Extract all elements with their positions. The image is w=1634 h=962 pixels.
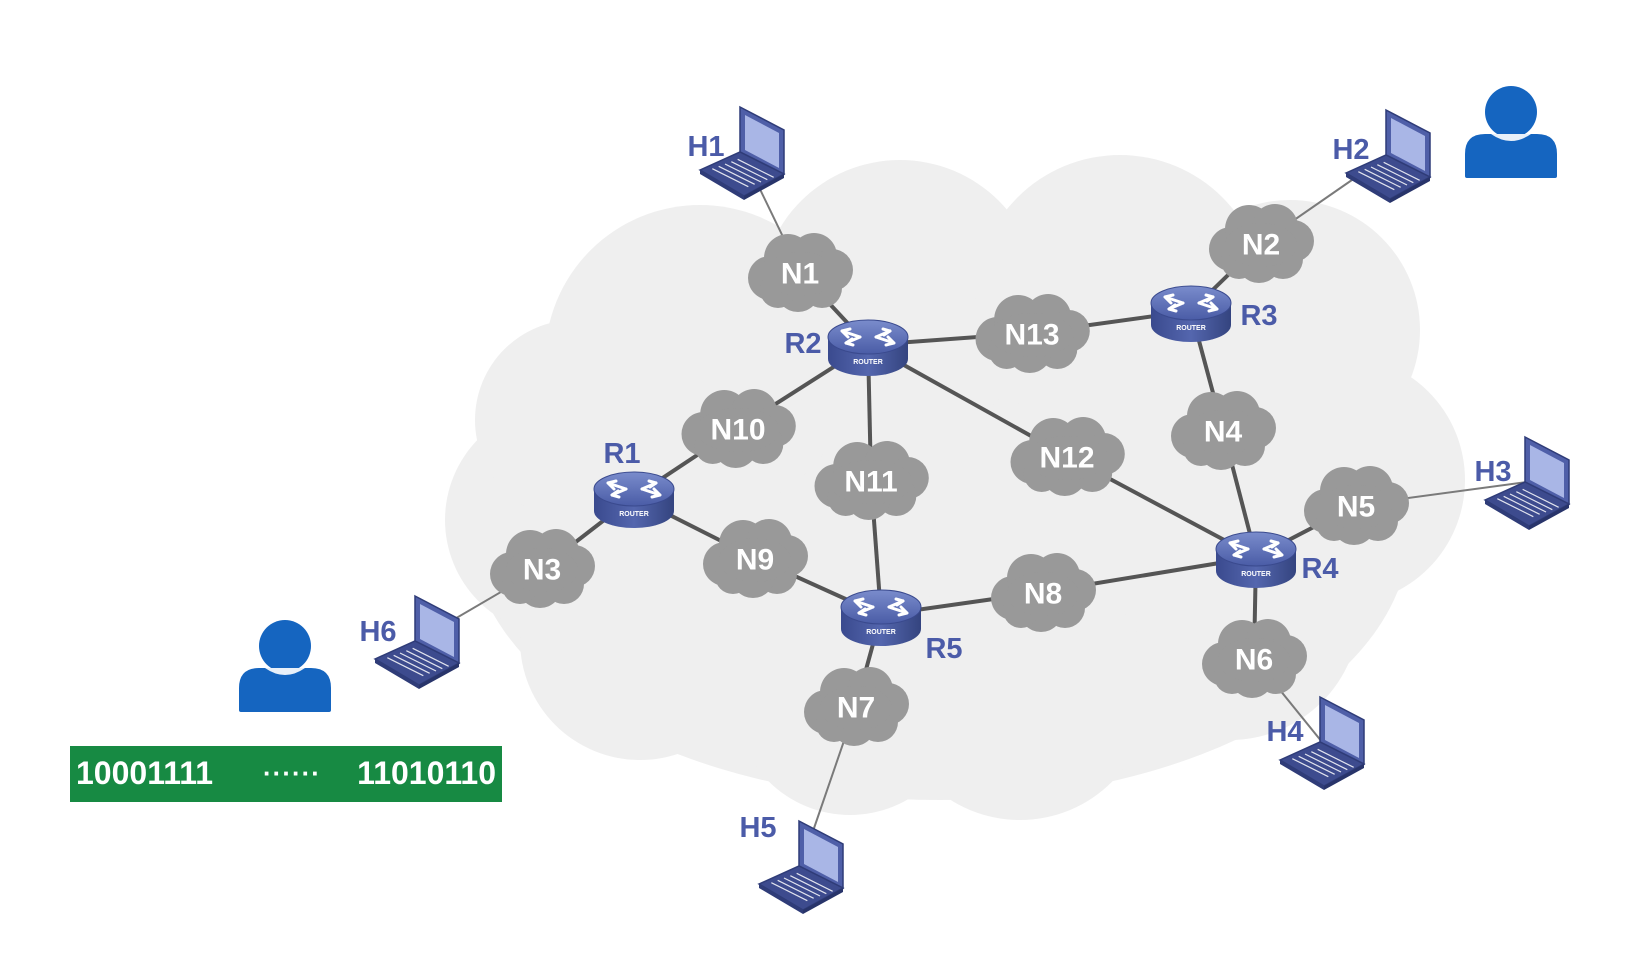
bits-start: 10001111 <box>76 754 214 791</box>
router-r4: ROUTER <box>1215 531 1297 588</box>
network-label: N13 <box>1004 319 1059 352</box>
router-label: R2 <box>784 328 821 360</box>
network-cloud-n8: N8 <box>991 553 1096 632</box>
network-label: N6 <box>1235 644 1273 677</box>
router-arrows-icon <box>853 597 909 617</box>
bits-end: 11010110 <box>357 754 496 791</box>
network-label: N8 <box>1024 578 1062 611</box>
network-cloud-n3: N3 <box>490 529 595 608</box>
laptop-icon-h6 <box>373 594 461 689</box>
host-label: H5 <box>739 812 776 844</box>
router-badge-text: ROUTER <box>1241 571 1271 578</box>
router-arrows-icon <box>1163 293 1219 313</box>
network-cloud-n4: N4 <box>1171 391 1276 470</box>
router-r5: ROUTER <box>840 589 922 646</box>
network-cloud-n9: N9 <box>703 519 808 598</box>
user-icon <box>1465 86 1557 178</box>
network-cloud-n1: N1 <box>748 233 853 312</box>
network-cloud-n5: N5 <box>1304 466 1409 545</box>
router-label: R1 <box>603 438 640 470</box>
network-label: N3 <box>523 554 561 587</box>
laptop-icon-h1 <box>698 105 786 200</box>
user-icon <box>239 620 331 712</box>
network-label: N5 <box>1337 491 1375 524</box>
network-cloud-n12: N12 <box>1010 417 1125 496</box>
bits-ellipsis: ······ <box>263 757 321 788</box>
router-badge-text: ROUTER <box>619 511 649 518</box>
network-label: N2 <box>1242 229 1280 262</box>
host-label: H1 <box>687 131 724 163</box>
network-label: N12 <box>1039 442 1094 475</box>
network-label: N1 <box>781 258 819 291</box>
router-r1: ROUTER <box>593 471 675 528</box>
network-cloud-n13: N13 <box>975 294 1090 373</box>
network-label: N4 <box>1204 416 1243 449</box>
laptop-icon-h2 <box>1344 108 1432 203</box>
network-cloud-n6: N6 <box>1202 619 1307 698</box>
host-label: H4 <box>1266 716 1303 748</box>
network-cloud-n10: N10 <box>681 389 796 468</box>
host-label: H3 <box>1474 456 1511 488</box>
router-r3: ROUTER <box>1150 285 1232 342</box>
network-label: N7 <box>837 692 875 725</box>
router-badge-text: ROUTER <box>1176 325 1206 332</box>
router-r2: ROUTER <box>827 319 909 376</box>
router-arrows-icon <box>1228 539 1284 559</box>
network-cloud-n7: N7 <box>804 667 909 746</box>
laptop-icon-h3 <box>1483 435 1571 530</box>
host-label: H6 <box>359 616 396 648</box>
network-cloud-n11: N11 <box>814 441 929 520</box>
router-arrows-icon <box>606 479 662 499</box>
router-arrows-icon <box>840 327 896 347</box>
router-badge-text: ROUTER <box>853 359 883 366</box>
host-label: H2 <box>1332 134 1369 166</box>
router-label: R4 <box>1301 553 1338 585</box>
router-badge-text: ROUTER <box>866 629 896 636</box>
network-label: N9 <box>736 544 774 577</box>
binary-data-bar: 10001111 ······ 11010110 <box>70 746 502 802</box>
network-label: N10 <box>710 414 765 447</box>
router-label: R3 <box>1240 300 1277 332</box>
network-cloud-n2: N2 <box>1209 204 1314 283</box>
laptop-icon-h5 <box>757 819 845 914</box>
router-label: R5 <box>925 633 962 665</box>
laptop-icon-h4 <box>1278 695 1366 790</box>
network-label: N11 <box>844 466 897 499</box>
